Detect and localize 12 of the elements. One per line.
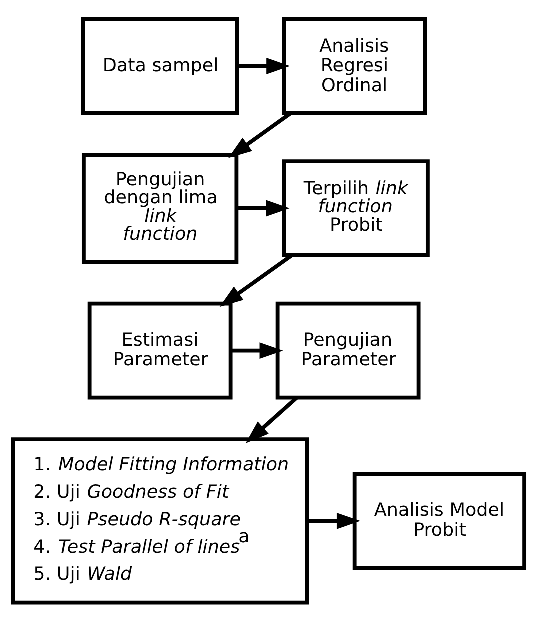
node-box: Data sampel	[81, 17, 240, 116]
node-box: Pengujian Parameter	[276, 302, 421, 400]
node-box: Pengujian dengan lima link function	[82, 153, 239, 264]
node-box: Terpilih link function Probit	[282, 160, 430, 258]
arrow	[236, 200, 290, 217]
arrow	[246, 396, 298, 444]
node-box: Analisis Regresi Ordinal	[282, 17, 428, 116]
arrow	[231, 342, 284, 360]
node-box: Estimasi Parameter	[88, 302, 233, 400]
arrow	[237, 58, 290, 74]
node-box: Analisis Model Probit	[352, 472, 526, 570]
arrow	[308, 512, 361, 530]
